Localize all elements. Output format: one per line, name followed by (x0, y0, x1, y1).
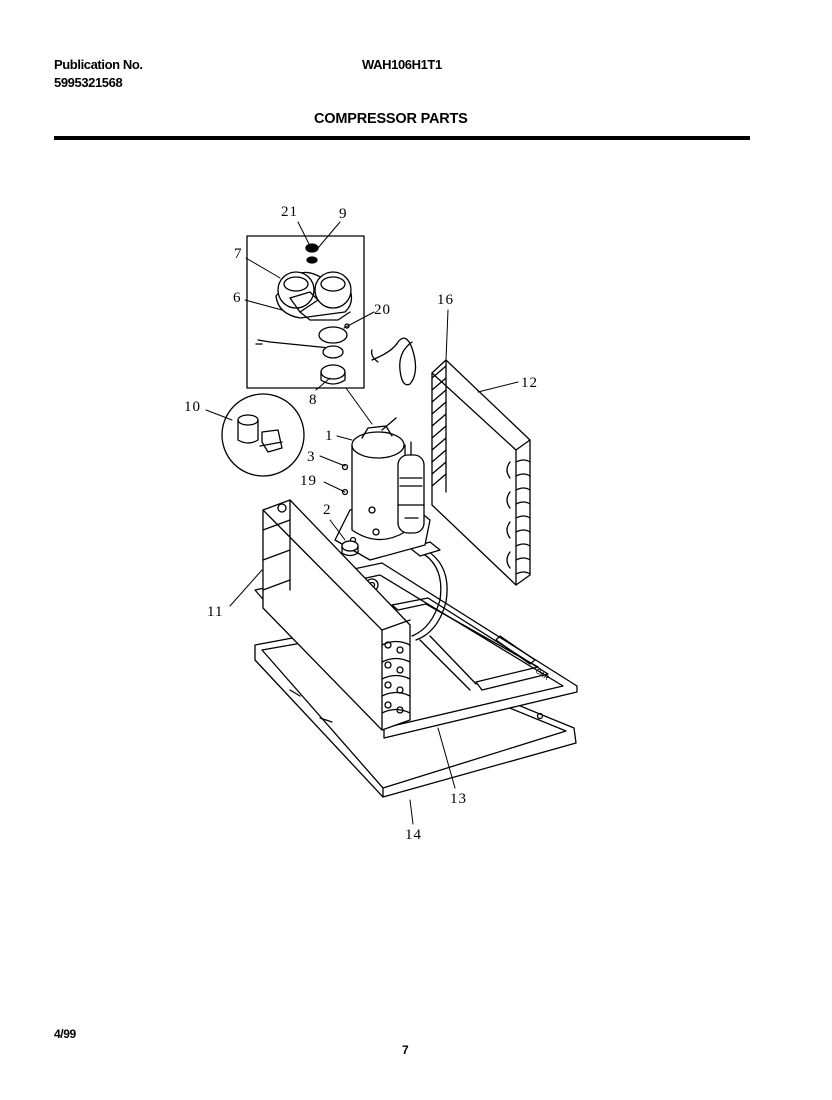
leader-lines (205, 221, 519, 825)
evaporator-coil (262, 499, 411, 731)
callout-1: 1 (325, 428, 334, 444)
studs (341, 463, 349, 496)
page-title: COMPRESSOR PARTS (314, 111, 468, 127)
page-number: 7 (402, 1043, 409, 1057)
revision-date: 4/99 (54, 1027, 76, 1041)
callout-7: 7 (234, 246, 243, 262)
callout-3: 3 (307, 449, 316, 465)
callout-11: 11 (207, 604, 223, 620)
callout-12: 12 (521, 375, 538, 391)
callout-10: 10 (184, 399, 201, 415)
publication-number: 5995321568 (54, 75, 123, 90)
model-number: WAH106H1T1 (362, 57, 442, 72)
compressor (334, 417, 431, 561)
condenser-coil (431, 359, 531, 586)
callout-14: 14 (405, 827, 422, 843)
callout-13: 13 (450, 791, 467, 807)
inset-frame (246, 235, 365, 389)
callout-8: 8 (309, 392, 318, 408)
callout-9: 9 (339, 206, 348, 222)
callout-21: 21 (281, 204, 298, 220)
grommet-2 (341, 540, 359, 557)
callout-2: 2 (323, 502, 332, 518)
callout-19: 19 (300, 473, 317, 489)
callout-16: 16 (437, 292, 454, 308)
callout-6: 6 (233, 290, 242, 306)
capillary-tube (370, 337, 417, 386)
publication-label: Publication No. (54, 57, 143, 72)
header-rule (54, 136, 750, 140)
callout-20: 20 (374, 302, 391, 318)
detail-circle (221, 393, 305, 477)
